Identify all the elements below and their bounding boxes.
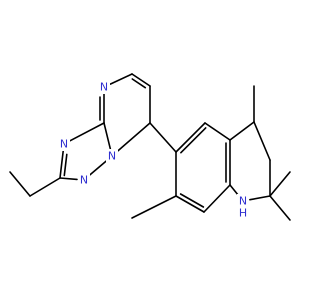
molecule-structure: N N N N N H <box>9 73 291 221</box>
bond-c5-n3 <box>59 177 78 181</box>
atom-n2-label: N <box>60 138 68 151</box>
bond-n3-n4 <box>88 159 108 177</box>
atom-label-layer: N N N N N H <box>58 80 249 220</box>
bond-link <box>149 122 177 153</box>
bond-ar2-ar3 <box>204 122 231 141</box>
bond-c1-c2-b <box>131 78 147 89</box>
structure-canvas: N N N N N H <box>9 73 291 221</box>
bond-c2-nh <box>249 195 271 201</box>
bond-n2-c5-a <box>59 150 65 179</box>
atom-nh-n-label: N <box>239 195 247 208</box>
atom-nh-bg <box>237 194 249 208</box>
bond-ar5-ar6-a <box>175 195 205 213</box>
bond-ar5-ar6-b <box>179 193 205 208</box>
atom-nh-h-bg <box>237 206 249 220</box>
bond-c1-c2-a <box>131 73 151 87</box>
atom-nh-h-label: H <box>239 207 247 220</box>
bond-nh-ar4 <box>229 184 240 197</box>
bond-c3-n4 <box>116 122 151 153</box>
atom-n1-label: N <box>100 81 108 94</box>
bond-n4-c4 <box>103 122 112 150</box>
bond-n1-c1 <box>109 73 133 85</box>
bond-ethyl-1 <box>29 177 61 197</box>
bond-methyl-2a <box>269 171 291 197</box>
bond-ar3-c4 <box>229 121 255 141</box>
bond-c4-c3 <box>253 121 271 161</box>
atom-n4-bg <box>106 149 118 163</box>
bond-c4-n2 <box>69 122 105 142</box>
atom-n2-bg <box>58 137 70 151</box>
bond-ar1-ar2-a <box>175 122 206 153</box>
bond-ar4-ar5 <box>203 184 231 213</box>
bond-layer <box>9 73 291 221</box>
bond-n2-c5-b <box>63 153 68 177</box>
bond-methyl-2b <box>269 195 291 221</box>
bond-methyl-7 <box>131 195 177 219</box>
atom-n3-bg <box>78 173 90 187</box>
atom-n1-bg <box>98 80 110 94</box>
atom-n3-label: N <box>80 174 88 187</box>
bond-ethyl-2 <box>9 171 31 197</box>
atom-n4-label: N <box>108 150 116 163</box>
bond-ar1-ar2-b <box>180 127 207 154</box>
